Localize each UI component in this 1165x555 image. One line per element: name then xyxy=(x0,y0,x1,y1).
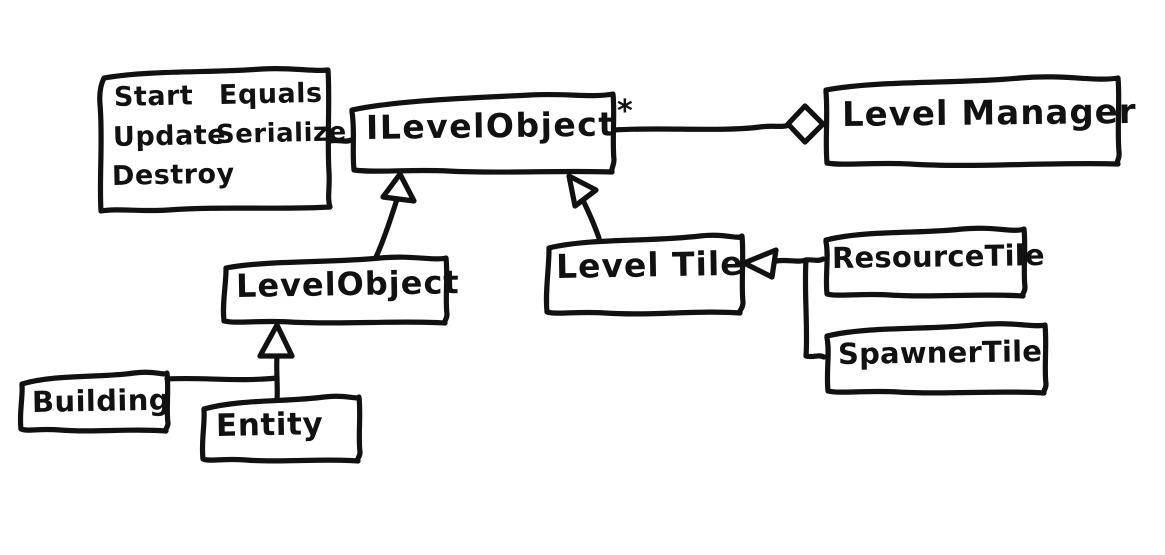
building-box xyxy=(17,369,171,434)
tiles-generalization-trunk xyxy=(773,257,809,264)
tiles-generalization-arrowhead xyxy=(741,247,779,280)
spawnertile-box xyxy=(824,321,1049,396)
levelobject-box xyxy=(220,254,450,326)
methods-note-box xyxy=(97,65,333,214)
entity-box xyxy=(199,393,363,464)
levelobject-children-arrowhead xyxy=(257,322,295,359)
note-link-line xyxy=(327,137,354,144)
building-branch xyxy=(164,375,280,383)
levelmanager-box xyxy=(823,74,1122,169)
resourcetile-box xyxy=(823,225,1028,299)
ilevelobject-box xyxy=(349,91,617,175)
spawnertile-branch xyxy=(802,257,827,360)
levelobject-generalization-arrowhead xyxy=(380,171,417,204)
leveltile-box xyxy=(543,232,746,317)
levelobject-generalization-line xyxy=(373,193,401,260)
aggregation-line xyxy=(611,122,792,133)
aggregation-diamond xyxy=(785,103,826,145)
leveltile-generalization-arrowhead xyxy=(566,173,599,209)
